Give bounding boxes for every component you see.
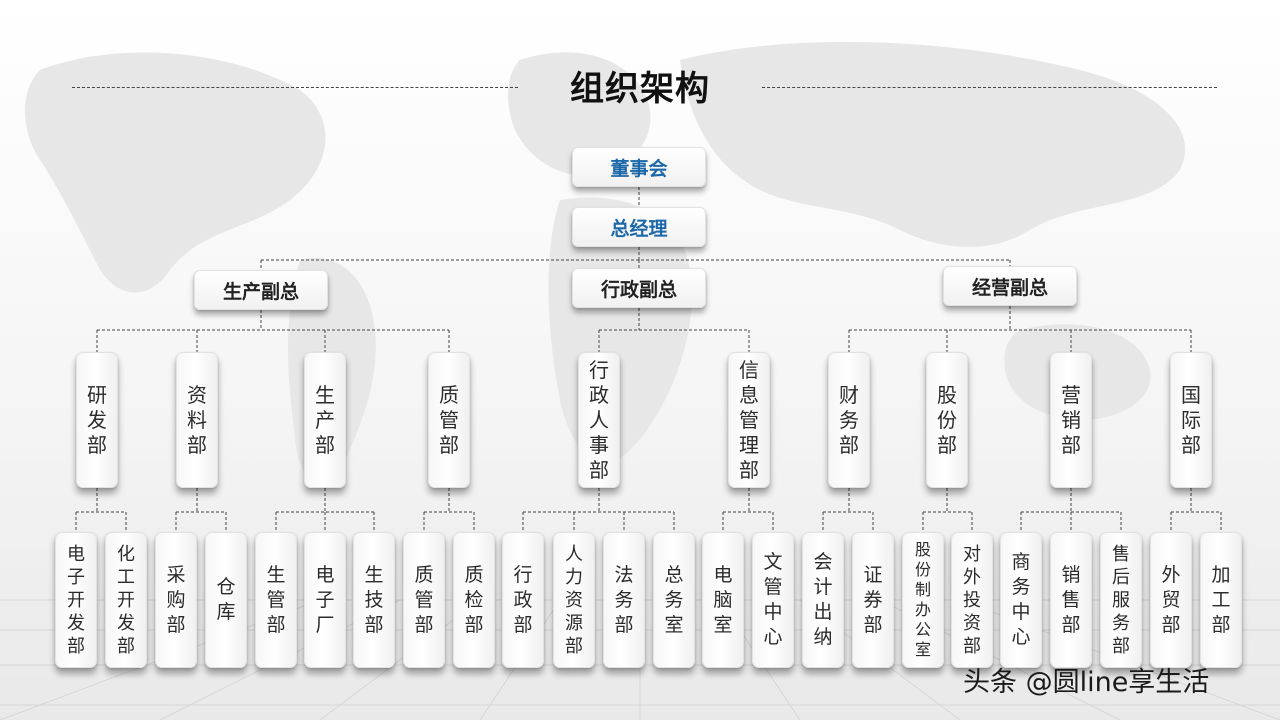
vp-admin-box: 行政副总 xyxy=(572,268,706,308)
unit-label: 采购部 xyxy=(166,563,186,636)
unit-label: 文管中心 xyxy=(763,551,783,648)
unit-foreign-trade: 外贸部 xyxy=(1150,532,1192,668)
dept-label: 股份部 xyxy=(937,382,957,457)
unit-sales: 销售部 xyxy=(1050,532,1092,668)
unit-document-center: 文管中心 xyxy=(752,532,794,668)
unit-legal: 法务部 xyxy=(603,532,645,668)
unit-computer-room: 电脑室 xyxy=(702,532,744,668)
unit-accounting-cashier: 会计出纳 xyxy=(802,532,844,668)
dept-label: 行政人事部 xyxy=(589,357,609,482)
vp-admin-label: 行政副总 xyxy=(600,278,677,301)
dept-label: 营销部 xyxy=(1061,382,1081,457)
unit-quality-inspection: 质检部 xyxy=(453,532,495,668)
title-divider-left xyxy=(72,87,518,88)
unit-label: 电脑室 xyxy=(713,563,733,636)
unit-production-mgmt: 生管部 xyxy=(255,532,297,668)
unit-label: 仓库 xyxy=(216,576,236,623)
unit-label: 电子开发部 xyxy=(67,543,85,657)
dept-finance: 财务部 xyxy=(828,352,870,488)
dept-label: 国际部 xyxy=(1181,382,1201,457)
title-divider-right xyxy=(762,87,1217,88)
dept-marketing: 营销部 xyxy=(1050,352,1092,488)
unit-label: 加工部 xyxy=(1211,563,1231,636)
board-label: 董事会 xyxy=(610,157,668,180)
unit-label: 售后服务部 xyxy=(1112,543,1130,657)
unit-label: 外贸部 xyxy=(1161,563,1181,636)
page-title: 组织架构 xyxy=(570,69,710,109)
unit-label: 人力资源部 xyxy=(565,543,583,657)
dept-label: 财务部 xyxy=(839,382,859,457)
dept-materials: 资料部 xyxy=(176,352,218,488)
dept-rnd: 研发部 xyxy=(76,352,118,488)
vp-business-box: 经营副总 xyxy=(943,266,1077,306)
unit-shareholding-office: 股份制办公室 xyxy=(902,532,944,668)
dept-label: 质管部 xyxy=(439,382,459,457)
unit-label: 质管部 xyxy=(414,563,434,636)
dept-quality: 质管部 xyxy=(428,352,470,488)
unit-label: 生技部 xyxy=(364,563,384,636)
unit-business-center: 商务中心 xyxy=(1000,532,1042,668)
dept-label: 资料部 xyxy=(187,382,207,457)
unit-quality-mgmt: 质管部 xyxy=(403,532,445,668)
general-manager-box: 总经理 xyxy=(572,207,706,247)
vp-production-label: 生产副总 xyxy=(222,280,299,303)
unit-label: 证券部 xyxy=(863,563,883,636)
dept-label: 信息管理部 xyxy=(739,357,759,482)
unit-electronics-factory: 电子厂 xyxy=(304,532,346,668)
unit-label: 法务部 xyxy=(614,563,634,636)
unit-external-investment: 对外投资部 xyxy=(951,532,993,668)
unit-warehouse: 仓库 xyxy=(205,532,247,668)
dept-admin-hr: 行政人事部 xyxy=(578,352,620,488)
dept-international: 国际部 xyxy=(1170,352,1212,488)
watermark-text: 头条 @圆line享生活 xyxy=(963,667,1210,698)
unit-label: 质检部 xyxy=(464,563,484,636)
unit-administration: 行政部 xyxy=(502,532,544,668)
dept-label: 研发部 xyxy=(87,382,107,457)
unit-after-sales: 售后服务部 xyxy=(1100,532,1142,668)
dept-info-mgmt: 信息管理部 xyxy=(728,352,770,488)
unit-processing: 加工部 xyxy=(1200,532,1242,668)
unit-securities: 证券部 xyxy=(852,532,894,668)
unit-label: 电子厂 xyxy=(315,563,335,636)
dept-shares: 股份部 xyxy=(926,352,968,488)
unit-label: 生管部 xyxy=(266,563,286,636)
unit-label: 股份制办公室 xyxy=(914,540,931,659)
vp-business-label: 经营副总 xyxy=(971,276,1048,299)
unit-label: 销售部 xyxy=(1061,563,1081,636)
board-box: 董事会 xyxy=(572,147,706,187)
unit-general-affairs: 总务室 xyxy=(653,532,695,668)
unit-label: 化工开发部 xyxy=(117,543,135,657)
unit-label: 对外投资部 xyxy=(963,543,981,657)
unit-electronic-dev: 电子开发部 xyxy=(55,532,97,668)
general-manager-label: 总经理 xyxy=(610,217,668,240)
dept-label: 生产部 xyxy=(315,382,335,457)
vp-production-box: 生产副总 xyxy=(194,270,328,310)
unit-chemical-dev: 化工开发部 xyxy=(105,532,147,668)
unit-purchasing: 采购部 xyxy=(155,532,197,668)
unit-label: 总务室 xyxy=(664,563,684,636)
unit-label: 会计出纳 xyxy=(813,551,833,648)
unit-production-tech: 生技部 xyxy=(353,532,395,668)
unit-human-resources: 人力资源部 xyxy=(553,532,595,668)
unit-label: 商务中心 xyxy=(1011,551,1031,648)
dept-production: 生产部 xyxy=(304,352,346,488)
unit-label: 行政部 xyxy=(513,563,533,636)
